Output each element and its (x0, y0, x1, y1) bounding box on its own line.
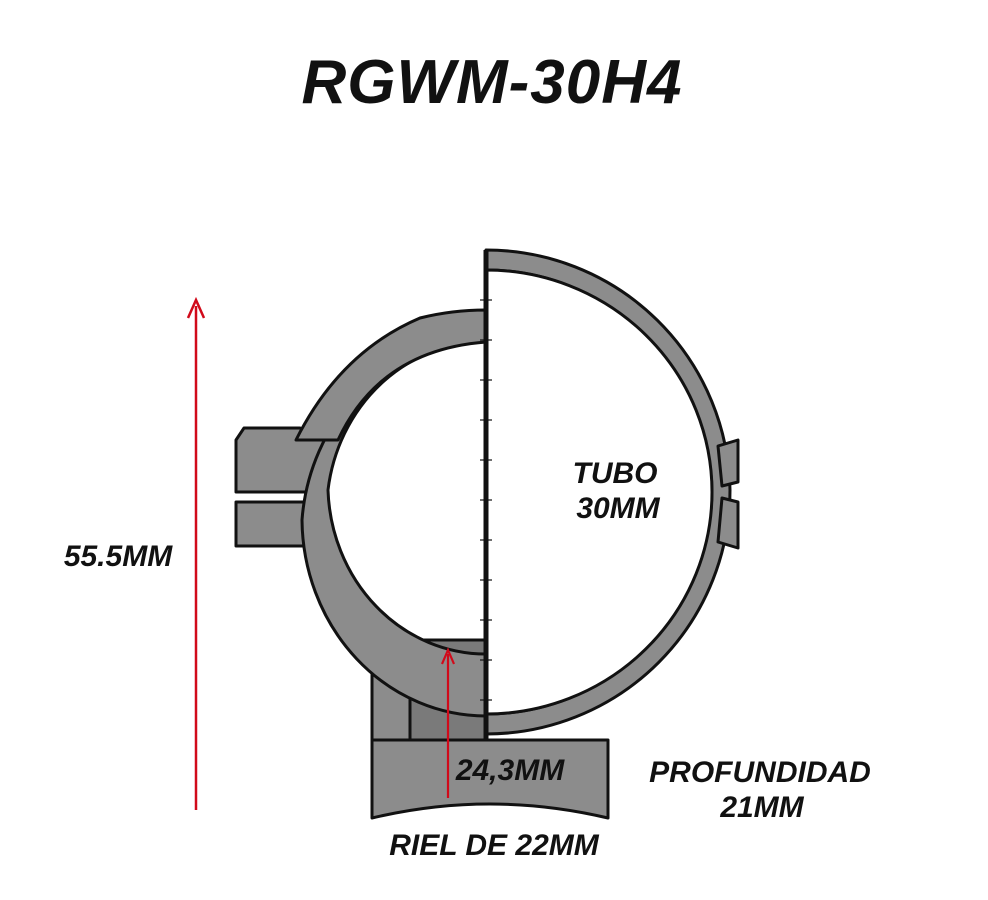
center-height-label: 24,3MM (455, 754, 565, 787)
ring-upper-band (294, 308, 488, 442)
height-label: 55.5MM (64, 540, 173, 573)
rail-label: RIEL DE 22MM (389, 829, 599, 862)
tube-label-line2: 30MM (576, 492, 660, 525)
depth-label-line1: PROFUNDIDAD (649, 756, 871, 789)
right-tab-lower (716, 496, 740, 550)
center-ticks (480, 299, 492, 701)
tube-section (484, 268, 714, 716)
tube-label-line1: TUBO (573, 457, 658, 490)
ring-body (234, 248, 740, 820)
depth-label-line2: 21MM (719, 791, 804, 824)
center-height-arrow (440, 647, 456, 798)
height-arrow (186, 296, 206, 810)
rail-base (370, 738, 610, 820)
product-title: RGWM-30H4 (301, 48, 682, 117)
right-tab-upper (716, 438, 740, 488)
